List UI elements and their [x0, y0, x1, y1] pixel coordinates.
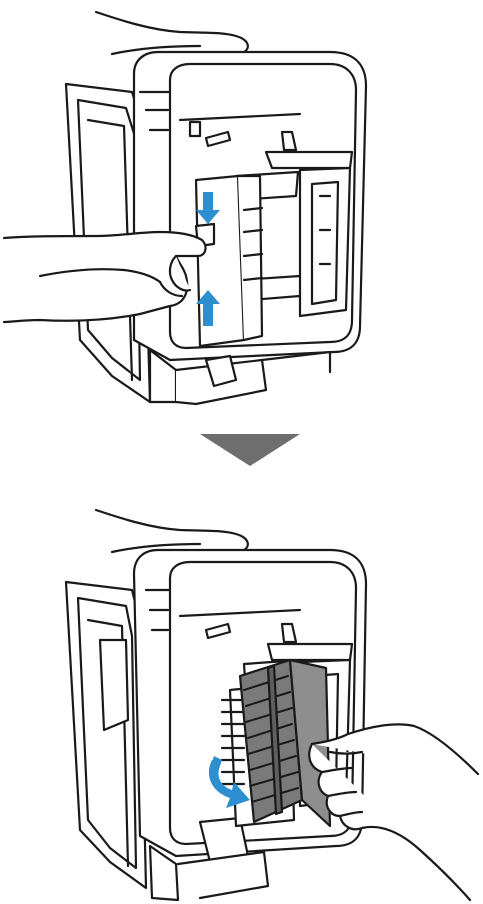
step-1-illustration — [4, 12, 366, 404]
printer-open-door — [66, 582, 146, 888]
down-triangle-arrow-icon — [200, 434, 300, 466]
step-2-illustration — [66, 510, 478, 900]
transition-arrow — [200, 434, 300, 466]
